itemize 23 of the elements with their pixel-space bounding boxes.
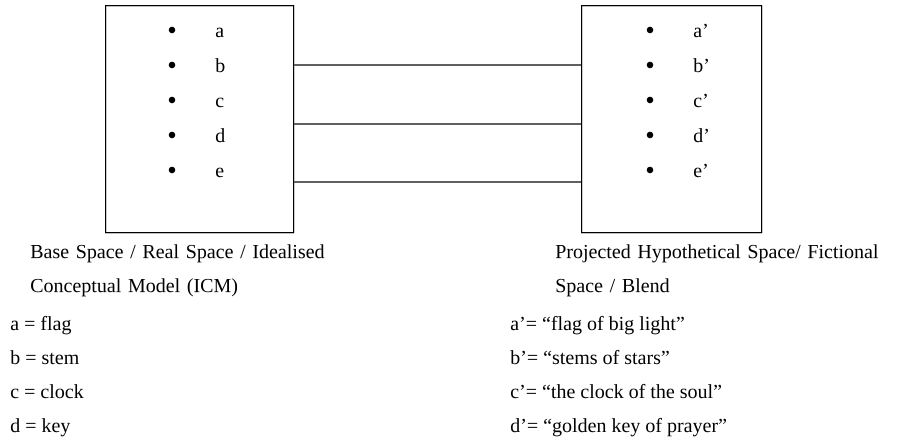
connector-line	[294, 64, 581, 66]
legend-text: c’= “the clock of the soul”	[510, 384, 722, 398]
legend-text: d = key	[10, 418, 70, 436]
list-item: a’	[694, 24, 707, 38]
legend-text: b’= “stems of stars”	[510, 350, 669, 364]
connector-line	[294, 181, 581, 183]
legend-text: b = stem	[10, 350, 79, 364]
list-item: b’	[693, 58, 708, 72]
space-caption: Base Space / Real Space / Idealised Conceptual Model (ICM)	[30, 244, 324, 296]
list-item: e’	[694, 164, 707, 178]
legend-text: d’= “golden key of prayer”	[510, 418, 726, 436]
connector-line	[294, 123, 581, 125]
list-item: c’	[694, 94, 707, 108]
list-item: d	[216, 128, 225, 142]
space-caption: Projected Hypothetical Space/ Fictional Space / Blend	[556, 244, 878, 296]
list-item: b	[215, 58, 224, 72]
legend-text: a’= “flag of big light”	[510, 316, 684, 334]
legend-text: a = flag	[10, 316, 72, 334]
list-item: a	[216, 28, 224, 38]
list-item: c	[216, 98, 224, 108]
list-item: e	[216, 168, 224, 178]
legend-text: c = clock	[10, 384, 84, 398]
list-item: d’	[694, 128, 708, 142]
